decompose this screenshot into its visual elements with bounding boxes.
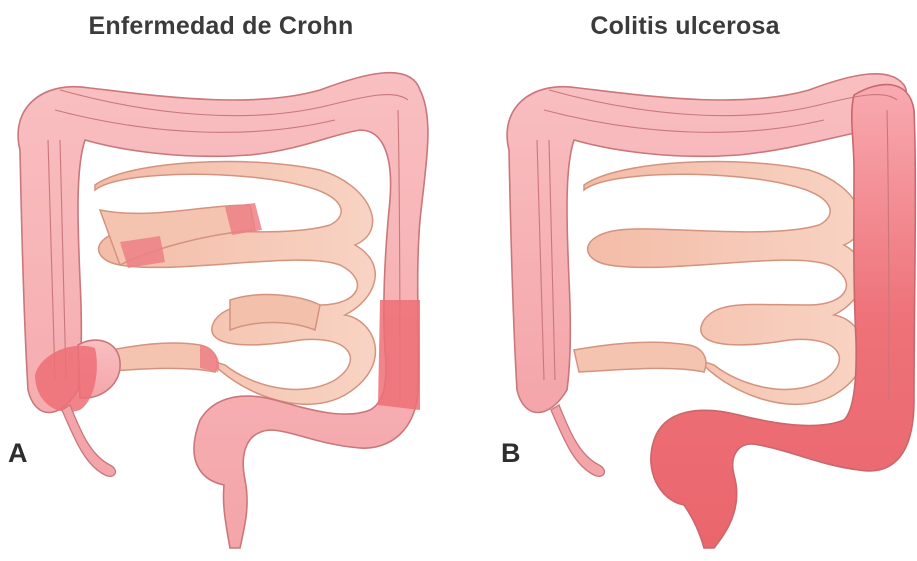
ulcerative-colitis-panel: Colitis ulcerosa: [459, 0, 917, 561]
ulcerative-colitis-intestine-illustration: [459, 50, 917, 561]
small-intestine: [90, 162, 375, 405]
appendix: [62, 405, 115, 476]
crohn-title: Enfermedad de Crohn: [0, 12, 450, 41]
crohn-label: A: [8, 438, 28, 469]
ulcerative-colitis-label: B: [501, 438, 521, 469]
crohn-intestine-illustration: [0, 50, 458, 561]
colon: [18, 73, 428, 548]
appendix: [551, 405, 604, 476]
ulcerative-colitis-title: Colitis ulcerosa: [456, 12, 914, 41]
small-intestine: [574, 162, 864, 405]
crohn-panel: Enfermedad de Crohn: [0, 0, 458, 561]
